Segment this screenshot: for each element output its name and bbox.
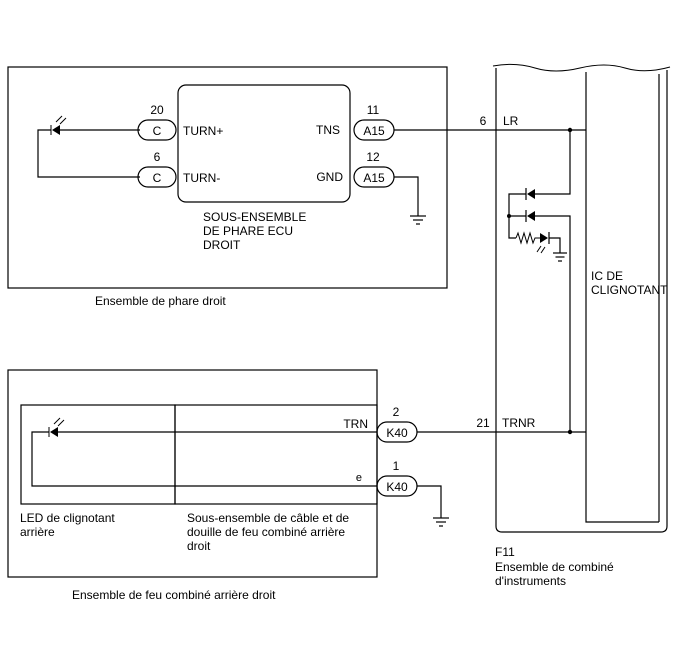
pin-number-12: 12 — [366, 150, 380, 164]
instrument-cluster-outline — [495, 68, 668, 533]
pin-number-20: 20 — [150, 103, 164, 117]
cluster-label-line-1: Ensemble de combiné — [495, 560, 614, 574]
pin-number-1: 1 — [393, 459, 400, 473]
diode-icon — [525, 188, 535, 200]
connector-c-label: C — [153, 124, 162, 138]
signal-trnr: TRNR — [502, 416, 536, 430]
headlamp-assembly-label: Ensemble de phare droit — [95, 294, 226, 308]
indicator-led-icon — [536, 232, 550, 254]
pin-number-6: 6 — [154, 150, 161, 164]
signal-e: e — [356, 472, 362, 484]
turn-signal-led-icon — [50, 115, 67, 135]
pin-number-11: 11 — [367, 103, 380, 117]
connector-k40-label: K40 — [386, 480, 408, 494]
ecu-label-line-1: SOUS-ENSEMBLE — [203, 210, 306, 224]
ic-blinker-box — [585, 72, 659, 523]
rear-lamp-assembly-label: Ensemble de feu combiné arrière droit — [72, 588, 276, 602]
headlamp-ecu-box — [177, 84, 351, 203]
connector-c-turn-plus — [137, 119, 177, 141]
headlamp-assembly-box — [7, 66, 448, 289]
cluster-pin-6: 6 — [480, 114, 487, 128]
signal-gnd: GND — [316, 170, 343, 184]
socket-section-box — [174, 404, 378, 505]
pin-number-2: 2 — [393, 405, 400, 419]
ground-symbol-icon — [553, 252, 567, 262]
led-section-box — [20, 404, 176, 505]
rear-turn-led-icon — [48, 417, 65, 437]
ecu-label-line-3: DROIT — [203, 238, 241, 252]
cluster-label-line-2: d'instruments — [495, 574, 566, 588]
led-label-line-2: arrière — [20, 525, 55, 539]
signal-tns: TNS — [316, 123, 340, 137]
signal-turn-plus: TURN+ — [183, 124, 223, 138]
led-label-line-1: LED de clignotant — [20, 511, 115, 525]
ground-symbol-icon — [433, 517, 449, 527]
ecu-label-line-2: DE PHARE ECU — [203, 224, 293, 238]
resistor-icon — [515, 231, 540, 245]
signal-lr: LR — [503, 114, 519, 128]
cluster-break-edge — [492, 63, 671, 72]
diode-icon — [525, 210, 535, 222]
ground-symbol-icon — [410, 215, 426, 225]
signal-turn-minus: TURN- — [183, 171, 220, 185]
connector-a15-label: A15 — [363, 171, 385, 185]
ic-label-line-2: CLIGNOTANT — [591, 283, 668, 297]
connector-c-label: C — [153, 171, 162, 185]
cluster-pin-21: 21 — [476, 416, 490, 430]
socket-label-line-1: Sous-ensemble de câble et de — [187, 511, 349, 525]
connector-c-turn-minus — [137, 166, 177, 188]
signal-trn: TRN — [343, 417, 368, 431]
connector-k40-label: K40 — [386, 426, 408, 440]
connector-a15-label: A15 — [363, 124, 385, 138]
socket-label-line-3: droit — [187, 539, 211, 553]
ic-label-line-1: IC DE — [591, 269, 623, 283]
cluster-code: F11 — [495, 545, 515, 559]
socket-label-line-2: douille de feu combiné arrière — [187, 525, 345, 539]
